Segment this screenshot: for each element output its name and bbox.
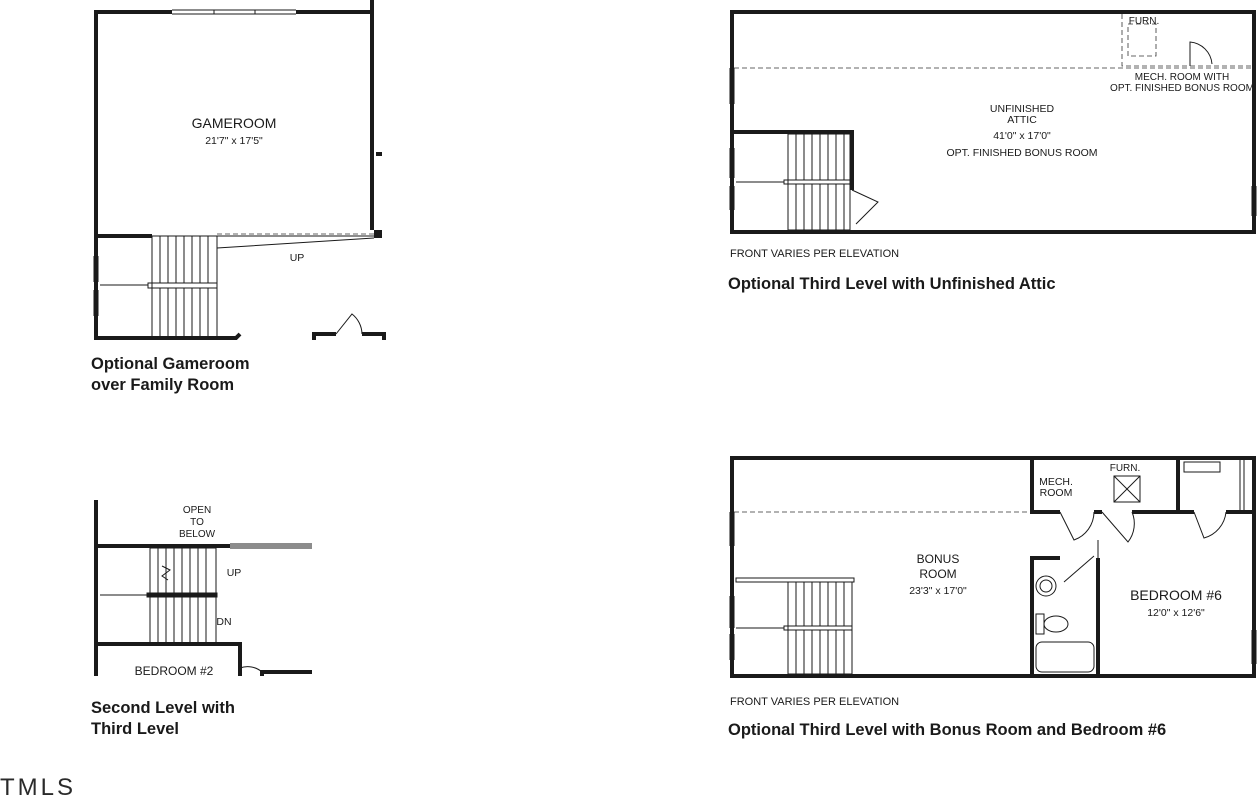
bonus-front-note: FRONT VARIES PER ELEVATION [730,696,900,708]
bonus-stairs [735,577,855,675]
attic-left-windows [729,68,1257,216]
attic-plan: FURN. MECH. ROOM WITH OPT. FINISHED BONU… [729,10,1257,234]
gameroom-caption-line1: Optional Gameroom [91,355,250,373]
attic-front-note: FRONT VARIES PER ELEVATION [730,248,900,260]
attic-stairs [736,133,851,231]
gameroom-windows [172,9,296,15]
open-below-line3: BELOW [179,529,216,540]
second-level-caption: Second Level with Third Level [91,698,235,740]
second-level-dn-label: DN [216,616,231,628]
second-level-stairs [100,547,218,645]
bedroom-6-name: BEDROOM #6 [1130,587,1222,603]
second-level-up-label: UP [227,567,242,579]
second-level-caption-line2: Third Level [91,720,180,738]
attic-option: OPT. FINISHED BONUS ROOM [946,147,1097,159]
bonus-outline [730,456,1256,678]
open-below-line1: OPEN [183,505,211,516]
bedroom-6-size: 12'0" x 12'6" [1147,607,1205,619]
attic-mech-line2: OPT. FINISHED BONUS ROOM [1110,83,1254,94]
bonus-mech-line1: MECH. [1039,476,1073,488]
bonus-plan: FURN. MECH. ROOM BONUS ROOM 23'3" x 17'0… [729,456,1257,678]
gameroom-plan: GAMEROOM 21'7" x 17'5" UP [93,0,386,340]
attic-mech-line1: MECH. ROOM WITH [1135,72,1229,83]
attic-outline [730,10,1256,234]
attic-name-line1: UNFINISHED [990,103,1055,115]
watermark-logo: TMLS [0,774,77,801]
bonus-furn-label: FURN. [1110,463,1141,474]
gameroom-name: GAMEROOM [192,115,277,131]
gameroom-caption: Optional Gameroom over Family Room [91,354,250,396]
bonus-name-line2: ROOM [919,567,956,581]
second-level-caption-line1: Second Level with [91,699,235,717]
bonus-windows [729,512,1257,664]
gameroom-stair-label: UP [290,252,305,264]
attic-furn-label: FURN. [1129,16,1160,27]
gameroom-caption-line2: over Family Room [91,376,235,394]
second-level-plan: OPEN TO BELOW UP DN BEDROOM #2 [94,500,312,678]
bonus-caption: Optional Third Level with Bonus Room and… [728,721,1167,739]
bonus-size: 23'3" x 17'0" [909,585,967,597]
attic-caption: Optional Third Level with Unfinished Att… [728,275,1056,293]
gameroom-door [312,313,386,340]
bonus-mech-line2: ROOM [1040,487,1073,499]
attic-size: 41'0" x 17'0" [993,130,1051,142]
bedroom-2-label: BEDROOM #2 [135,664,214,678]
attic-name-line2: ATTIC [1007,114,1037,126]
open-below-line2: TO [190,517,204,528]
gameroom-stairs [100,235,218,339]
bonus-name-line1: BONUS [917,552,960,566]
gameroom-left-windows [93,256,99,316]
gameroom-size: 21'7" x 17'5" [205,135,263,147]
